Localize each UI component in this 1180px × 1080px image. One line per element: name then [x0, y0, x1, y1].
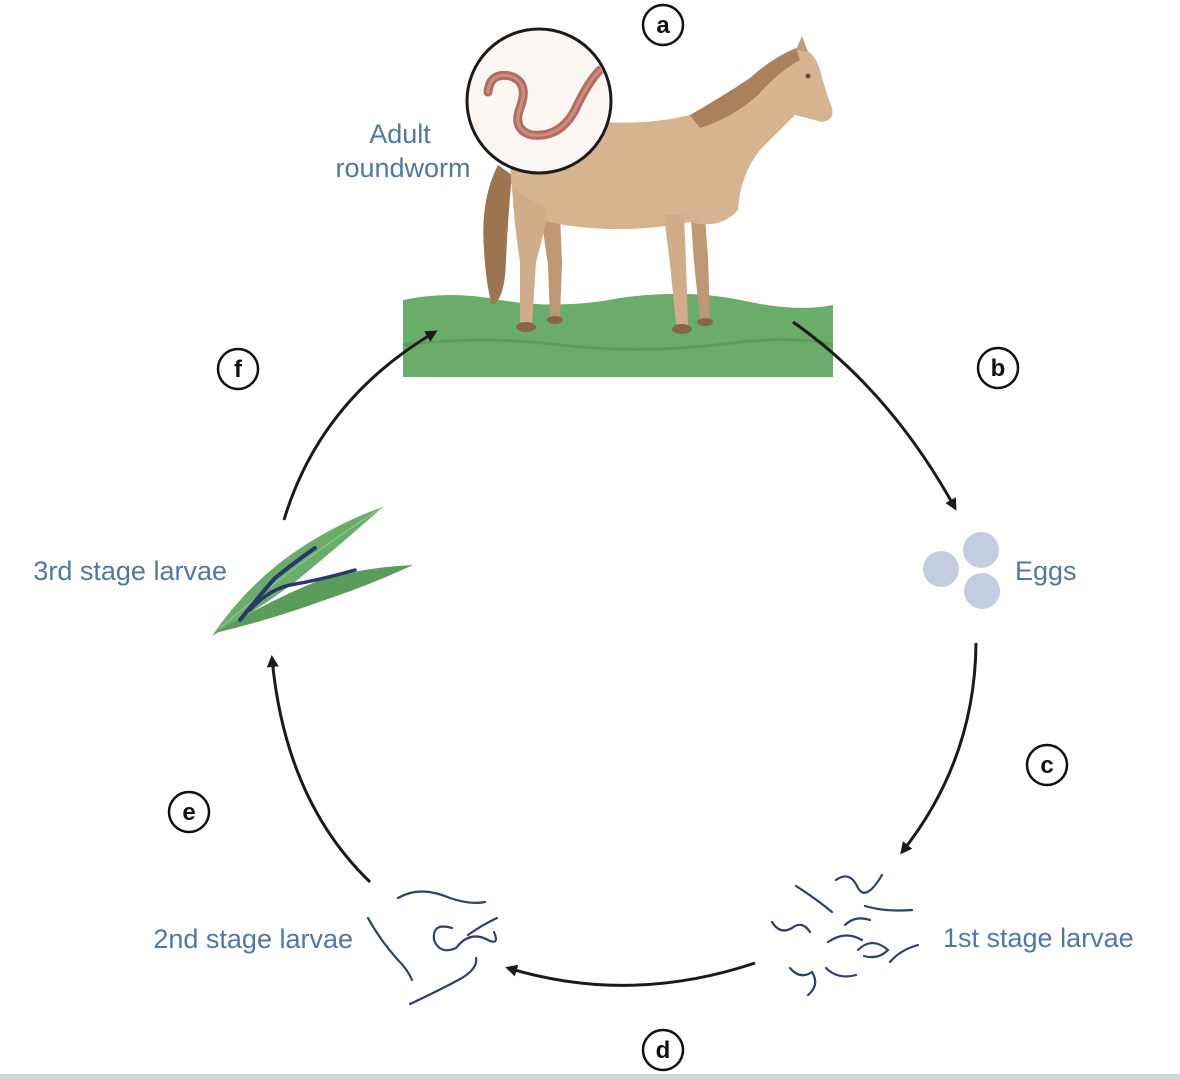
adult-roundworm-label-line1: Adult [369, 119, 431, 149]
step-marker-c: c [1025, 743, 1069, 787]
arrow-d [505, 961, 756, 987]
step-letter-b: b [991, 355, 1006, 382]
first-stage-larvae-icon [770, 873, 920, 997]
adult-roundworm-label-line2: roundworm [335, 153, 470, 183]
second-stage-larvae-label: 2nd stage larvae [153, 924, 353, 954]
bottom-divider [0, 1074, 1180, 1080]
second-stage-larvae-icon [366, 890, 499, 1006]
grass-patch-icon [402, 293, 834, 377]
roundworm-inset-icon [465, 27, 613, 175]
step-letter-d: d [656, 1037, 671, 1064]
step-marker-d: d [641, 1028, 685, 1072]
step-letter-c: c [1040, 752, 1053, 779]
arrow-c [900, 642, 978, 855]
step-letter-e: e [182, 799, 195, 826]
first-stage-larvae-label: 1st stage larvae [943, 923, 1134, 953]
eggs-label: Eggs [1015, 556, 1077, 586]
step-letter-a: a [656, 12, 670, 39]
step-marker-b: b [976, 346, 1020, 390]
step-marker-a: a [641, 3, 685, 47]
horse-icon [483, 36, 833, 334]
step-marker-f: f [216, 347, 260, 391]
third-stage-larvae-label: 3rd stage larvae [33, 556, 227, 586]
step-marker-e: e [167, 790, 211, 834]
step-letter-f: f [234, 356, 243, 383]
arrow-f [282, 330, 438, 521]
arrow-b [792, 320, 957, 511]
eggs-icon [923, 532, 1000, 609]
third-stage-larvae-icon [212, 506, 413, 636]
arrow-e [266, 655, 372, 884]
